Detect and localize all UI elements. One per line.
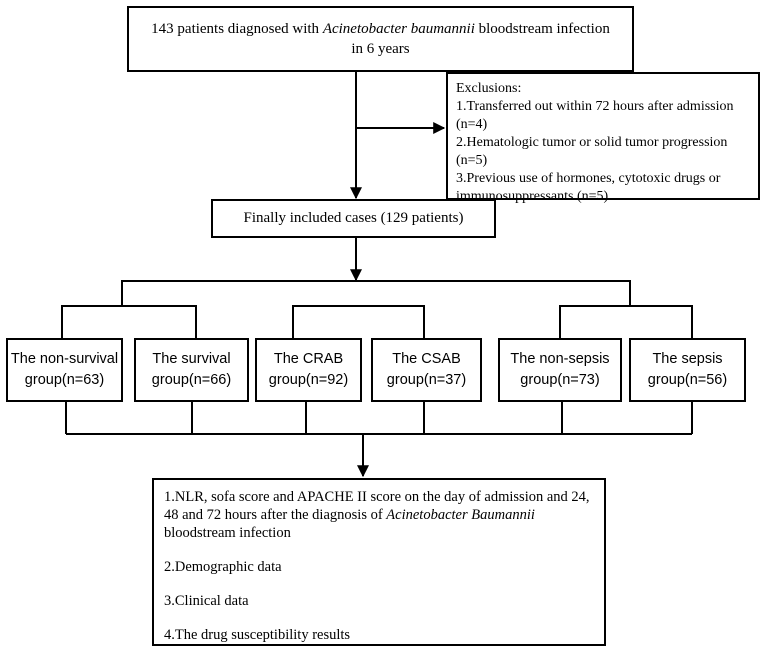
group-count: group(n=92)	[268, 372, 349, 388]
group-count: group(n=37)	[386, 372, 467, 388]
exclusion-item: 2.Hematologic tumor or solid tumor progr…	[456, 135, 728, 168]
outcome-item: 3.Clinical data	[164, 593, 249, 609]
outcome-item: 2.Demographic data	[164, 559, 282, 575]
included-cases-box: Finally included cases (129 patients)	[211, 199, 496, 238]
outcome-text-part: bloodstream infection	[164, 525, 291, 541]
cohort-text-part: 143 patients diagnosed with	[151, 21, 323, 37]
pair-bracket-survival	[61, 305, 197, 338]
exclusions-title: Exclusions:	[456, 81, 522, 96]
group-label: The non-sepsis	[510, 351, 610, 367]
group-box-non-survival: The non-survival group(n=63)	[6, 338, 123, 402]
outcome-text-part: 1.NLR, sofa score and APACHE II score on…	[164, 489, 590, 523]
group-count: group(n=63)	[24, 372, 105, 388]
group-box-survival: The survival group(n=66)	[134, 338, 249, 402]
group-count: group(n=73)	[520, 372, 600, 388]
pair-bracket-crab	[292, 305, 425, 338]
group-box-csab: The CSAB group(n=37)	[371, 338, 482, 402]
pair-bracket-sepsis	[559, 305, 693, 338]
exclusion-item: 1.Transferred out within 72 hours after …	[456, 99, 734, 132]
species-name: Acinetobacter Baumannii	[386, 507, 535, 523]
group-label: The sepsis	[652, 351, 723, 367]
included-cases-label: Finally included cases (129 patients)	[243, 210, 464, 226]
exclusion-item: 3.Previous use of hormones, cytotoxic dr…	[456, 171, 721, 204]
group-label: The CSAB	[392, 351, 461, 367]
cohort-text: 143 patients diagnosed with Acinetobacte…	[151, 19, 610, 59]
group-box-crab: The CRAB group(n=92)	[255, 338, 362, 402]
exclusions-box: Exclusions: 1.Transferred out within 72 …	[446, 72, 760, 204]
outcome-item: 4.The drug susceptibility results	[164, 627, 351, 643]
group-box-sepsis: The sepsis group(n=56)	[629, 338, 746, 402]
cohort-text-period: in 6 years	[351, 41, 410, 57]
outcomes-box: 1.NLR, sofa score and APACHE II score on…	[152, 478, 606, 646]
outcome-item: 1.NLR, sofa score and APACHE II score on…	[164, 488, 594, 542]
group-count: group(n=56)	[647, 372, 728, 388]
cohort-box: 143 patients diagnosed with Acinetobacte…	[127, 6, 634, 72]
group-label: The CRAB	[273, 351, 344, 367]
group-box-non-sepsis: The non-sepsis group(n=73)	[498, 338, 622, 402]
species-name: Acinetobacter baumannii	[322, 21, 475, 37]
upper-bracket	[121, 280, 631, 306]
group-count: group(n=66)	[151, 372, 232, 388]
cohort-text-part: bloodstream infection	[474, 21, 610, 37]
group-label: The non-survival	[10, 351, 119, 367]
group-label: The survival	[152, 351, 231, 367]
